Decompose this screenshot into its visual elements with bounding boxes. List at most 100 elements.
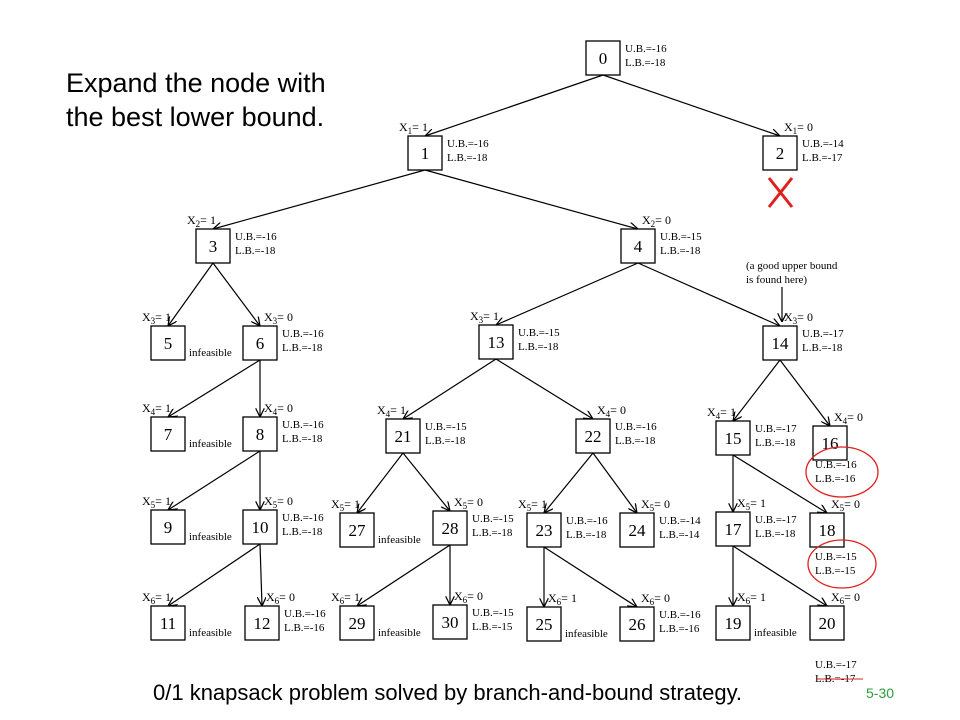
lower-bound-label: L.B.=-17 xyxy=(802,152,843,164)
node-id-label: 9 xyxy=(164,518,173,537)
node-box xyxy=(150,605,186,641)
node-box xyxy=(762,325,798,361)
node-id-label: 26 xyxy=(629,615,646,634)
tree-node-20: 20U.B.=-17L.B.=-17 xyxy=(809,605,857,685)
lower-bound-label: L.B.=-18 xyxy=(282,342,323,354)
edge-23-26 xyxy=(543,546,637,607)
branch-label-1-3: X2= 1 xyxy=(187,213,216,229)
node-id-label: 21 xyxy=(395,427,412,446)
upper-bound-label: U.B.=-16 xyxy=(284,608,326,620)
upper-bound-label: U.B.=-16 xyxy=(282,419,324,431)
branch-label-3-6: X3= 0 xyxy=(264,310,293,326)
lower-bound-label: L.B.=-18 xyxy=(235,245,276,257)
upper-bound-label: U.B.=-17 xyxy=(755,423,797,435)
branch-label-0-2: X1= 0 xyxy=(784,120,813,136)
node-box xyxy=(575,418,611,454)
branch-label-21-28: X5= 0 xyxy=(454,495,483,511)
upper-bound-label: U.B.=-15 xyxy=(472,607,514,619)
upper-bound-label: U.B.=-15 xyxy=(815,551,857,563)
lower-bound-label: L.B.=-16 xyxy=(284,622,325,634)
branch-label-13-22: X4= 0 xyxy=(597,403,626,419)
branch-label-8-10: X5= 0 xyxy=(264,494,293,510)
upper-bound-label: U.B.=-16 xyxy=(447,138,489,150)
node-box xyxy=(526,512,562,548)
upper-bound-label: U.B.=-16 xyxy=(815,459,857,471)
edge-0-2 xyxy=(602,74,780,136)
upper-bound-label: U.B.=-15 xyxy=(660,231,702,243)
lower-bound-label: L.B.=-18 xyxy=(566,529,607,541)
node-box xyxy=(242,325,278,361)
node-box xyxy=(809,605,845,641)
branch-label-14-16: X4= 0 xyxy=(834,410,863,426)
lower-bound-label: L.B.=-18 xyxy=(447,152,488,164)
edge-14-15 xyxy=(733,359,781,421)
node-box xyxy=(150,325,186,361)
edge-15-18 xyxy=(732,454,827,513)
node-id-label: 22 xyxy=(585,427,602,446)
branch-label-10-12: X6= 0 xyxy=(266,590,295,606)
node-box xyxy=(339,512,375,548)
edge-28-29 xyxy=(357,544,451,606)
node-id-label: 28 xyxy=(442,519,459,538)
upper-bound-label: U.B.=-16 xyxy=(625,43,667,55)
node-id-label: 0 xyxy=(599,49,608,68)
tree-node-16: 16U.B.=-16L.B.=-16 xyxy=(812,425,857,485)
upper-bound-label: U.B.=-16 xyxy=(282,512,324,524)
branch-label-23-25: X6= 1 xyxy=(548,591,577,607)
node-box xyxy=(242,509,278,545)
edge-3-5 xyxy=(168,262,214,326)
edge-1-4 xyxy=(424,169,638,229)
edge-22-23 xyxy=(544,452,594,513)
infeasible-label: infeasible xyxy=(189,347,232,359)
upper-bound-label: U.B.=-16 xyxy=(615,421,657,433)
node-id-label: 24 xyxy=(629,521,647,540)
branch-label-14-15: X4= 1 xyxy=(707,405,736,421)
node-id-label: 23 xyxy=(536,521,553,540)
node-id-label: 6 xyxy=(256,334,265,353)
node-box xyxy=(715,420,751,456)
infeasible-label: infeasible xyxy=(189,438,232,450)
node-box xyxy=(407,135,443,171)
edge-0-1 xyxy=(425,74,604,136)
node-id-label: 17 xyxy=(725,520,743,539)
node-id-label: 15 xyxy=(725,429,742,448)
lower-bound-label: L.B.=-18 xyxy=(282,433,323,445)
node-box xyxy=(809,512,845,548)
branch-label-22-23: X5= 1 xyxy=(518,497,547,513)
node-id-label: 7 xyxy=(164,425,173,444)
infeasible-label: infeasible xyxy=(754,627,797,639)
branch-label-8-9: X5= 1 xyxy=(142,494,171,510)
node-box xyxy=(339,605,375,641)
node-box xyxy=(585,40,621,76)
edge-21-27 xyxy=(357,452,404,513)
branch-label-28-30: X6= 0 xyxy=(454,589,483,605)
branch-label-15-17: X5= 1 xyxy=(737,496,766,512)
node-id-label: 25 xyxy=(536,615,553,634)
lower-bound-label: L.B.=-16 xyxy=(815,473,856,485)
tree-node-7: 7 infeasible xyxy=(150,416,232,452)
node-box xyxy=(244,605,280,641)
pruned-x-icon xyxy=(767,177,794,208)
branch-label-23-26: X6= 0 xyxy=(641,591,670,607)
branch-label-22-24: X5= 0 xyxy=(641,497,670,513)
edge-8-9 xyxy=(168,450,261,510)
lower-bound-label: L.B.=-14 xyxy=(659,529,700,541)
node-id-label: 8 xyxy=(256,425,265,444)
upper-bound-label: U.B.=-17 xyxy=(755,514,797,526)
